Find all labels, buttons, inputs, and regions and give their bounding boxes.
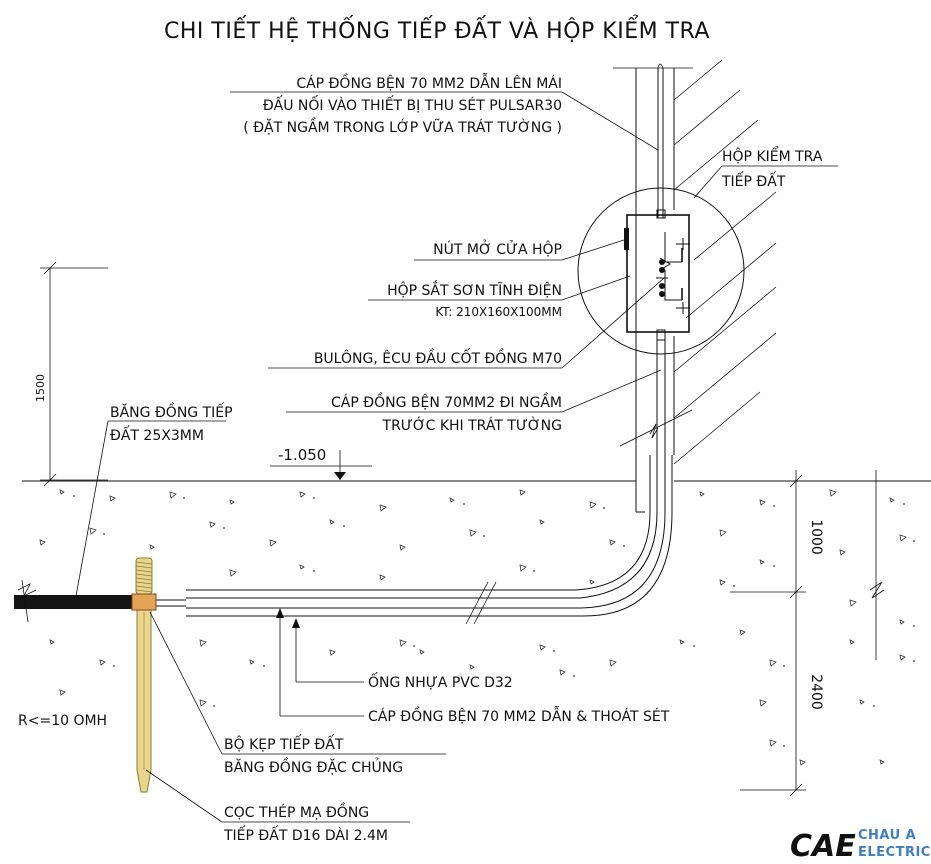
ground-rod	[131, 557, 157, 793]
company-logo: CAE CHAU A ELECTRIC	[790, 828, 931, 864]
dimension-2400-text: 2400	[808, 674, 824, 710]
label-test-box-1: HỘP KIỂM TRA	[722, 146, 823, 165]
copper-tape	[14, 579, 134, 623]
label-steel-box-1: HỘP SẮT SƠN TĨNH ĐIỆN	[387, 280, 562, 299]
label-cable-down: CÁP ĐỒNG BỆN 70 MM2 DẪN & THOÁT SÉT	[368, 706, 670, 725]
logo-line2: ELECTRIC	[858, 845, 931, 859]
dimension-1000-text: 1000	[808, 519, 824, 555]
label-rod-2: TIẾP ĐẤT D16 DÀI 2.4M	[223, 825, 388, 844]
label-rod-1: CỌC THÉP MẠ ĐỒNG	[224, 802, 369, 821]
label-clamp-1: BỘ KẸP TIẾP ĐẤT	[224, 734, 344, 753]
detail-circle	[577, 187, 745, 355]
label-copper-tape-2: ĐẤT 25X3MM	[110, 425, 204, 444]
label-steel-box-2: KT: 210X160X100MM	[435, 305, 562, 319]
label-door-knob: NÚT MỞ CỬA HỘP	[433, 239, 562, 258]
dimension-1500: 1500	[34, 261, 108, 487]
label-cable-wall-1: CÁP ĐỒNG BỆN 70MM2 ĐI NGẦM	[331, 392, 562, 411]
elevation-mark: -1.050	[270, 446, 372, 480]
dimension-1500-text: 1500	[34, 374, 47, 402]
logo-mark: CAE	[790, 829, 856, 859]
label-cable-roof-1: CÁP ĐỒNG BỆN 70 MM2 DẪN LÊN MÁI	[296, 73, 562, 92]
callouts: CÁP ĐỒNG BỆN 70 MM2 DẪN LÊN MÁI ĐẤU NỐI …	[18, 73, 838, 844]
wall	[613, 59, 777, 513]
label-bolt-nut: BULÔNG, ÊCU ĐẦU CỐT ĐỒNG M70	[314, 348, 562, 367]
label-copper-tape-1: BĂNG ĐỒNG TIẾP	[110, 402, 233, 421]
test-box	[624, 214, 690, 333]
right-break	[869, 470, 885, 660]
soil-hatch	[39, 489, 915, 766]
label-test-box-2: TIẾP ĐẤT	[721, 171, 786, 190]
drawing-title: CHI TIẾT HỆ THỐNG TIẾP ĐẤT VÀ HỘP KIỂM T…	[164, 15, 710, 44]
label-pvc-pipe: ỐNG NHỰA PVC D32	[368, 672, 513, 691]
wall-cable	[156, 329, 673, 625]
label-clamp-2: BĂNG ĐỒNG ĐẶC CHỦNG	[224, 757, 403, 776]
logo-line1: CHAU A	[858, 828, 916, 843]
label-cable-roof-2: ĐẤU NỐI VÀO THIẾT BỊ THU SÉT PULSAR30	[263, 95, 562, 114]
dimension-right: 1000 2400	[730, 470, 824, 797]
label-cable-wall-2: TRƯỚC KHI TRÁT TƯỜNG	[382, 416, 562, 434]
label-cable-roof-3: ( ĐẶT NGẦM TRONG LỚP VỮA TRÁT TƯỜNG )	[243, 117, 562, 136]
roof-cable	[656, 63, 666, 219]
label-resistance: R<=10 OMH	[18, 713, 107, 729]
elevation-text: -1.050	[278, 446, 326, 464]
